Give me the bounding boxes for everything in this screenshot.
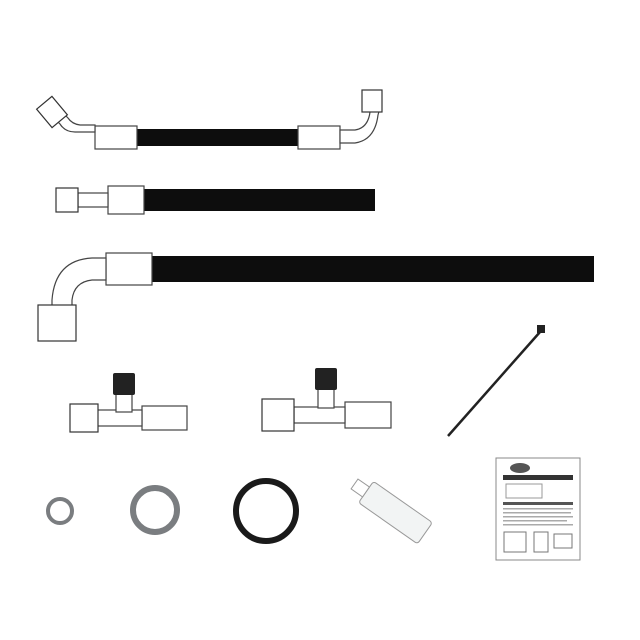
hose-2-nut [55,187,79,213]
fitting-2-nut [261,398,295,432]
hose-1-crimp-right [297,125,341,150]
sheet-logo [510,463,530,473]
sheet-diagram-3 [533,531,549,553]
tube-body [359,482,432,544]
fitting-1-crimp [141,405,188,431]
o-ring-medium [130,485,180,535]
sheet-text-lines [503,508,573,526]
sheet-diagram-1 [505,483,543,499]
hose-3-nut [37,304,77,342]
instruction-sheet [495,457,581,561]
sheet-diagram-2 [503,531,527,553]
cable-tie-strap [447,331,541,437]
hose-assembly-3 [37,252,594,342]
service-port-fitting-1 [69,373,188,433]
service-port-fitting-2 [261,368,392,432]
hose-1-elbow-right [339,107,381,144]
lubricant-tube [350,478,432,544]
cable-tie-head [537,325,545,333]
cable-tie [447,325,545,437]
hose-3-crimp [105,252,153,286]
hose-2-tube [142,189,375,211]
fitting-1-nut [69,403,99,433]
sheet-diagram-4 [553,533,573,549]
hose-assembly-1 [35,89,383,150]
fitting-2-cap [315,368,337,390]
tube-nozzle [350,478,371,498]
sheet-section-bar [503,502,573,505]
hose-3-tube [150,256,594,282]
hose-1-tube [135,129,300,146]
o-ring-large [233,478,299,544]
hose-2-crimp [107,185,145,215]
hose-1-nut-left [35,95,69,129]
hose-3-elbow [51,257,107,309]
hose-1-crimp-left [94,125,138,150]
fitting-2-crimp [344,401,392,429]
fitting-1-cap [113,373,135,395]
sheet-header-bar [503,475,573,480]
o-ring-small [46,497,74,525]
hose-assembly-2 [55,185,375,215]
hose-1-nut-right [361,89,383,113]
fitting-2-body [293,406,346,424]
fitting-2-port [317,387,335,409]
hose-2-stem [77,192,109,208]
